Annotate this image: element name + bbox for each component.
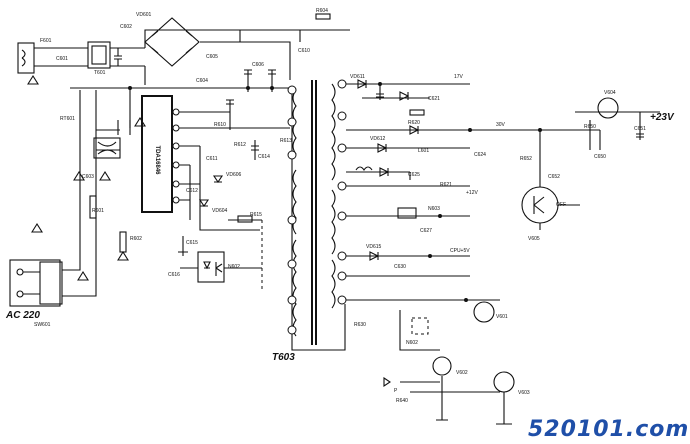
- label-c-soft: C612: [186, 188, 198, 194]
- label-r-top: R604: [316, 8, 328, 14]
- label-c-fb: C611: [206, 156, 218, 162]
- watermark: 520101.com: [528, 417, 689, 442]
- label-r-top-out: R620: [408, 120, 420, 126]
- label-q-ctrl2: V603: [518, 390, 530, 396]
- label-r-vcc: R615: [250, 212, 262, 218]
- label-r-switch: R652: [520, 156, 532, 162]
- label-r-fb: R612: [234, 142, 246, 148]
- main-rails: R604 C610 C606 C605 C604: [70, 8, 350, 92]
- label-switch: SW601: [34, 322, 51, 328]
- label-r-180: R621: [440, 182, 452, 188]
- label-c-180: C625: [408, 172, 420, 178]
- label-c-gnd: C615: [186, 240, 198, 246]
- label-c-main2: C604: [196, 78, 208, 84]
- pwm-ic: TDA16846 R610 R612 C611 VD606 C612 VD604…: [141, 95, 292, 256]
- label-r-5v: R630: [354, 322, 366, 328]
- v23-regulator: V604 +23V R650 C650 C651 V605 OFF R652 C…: [520, 90, 675, 242]
- optocoupler: N602 C616: [168, 220, 263, 290]
- rail-17v: 17V: [454, 74, 464, 80]
- label-d-b: L601: [418, 148, 429, 154]
- ic-part-number: TDA16846: [154, 145, 160, 175]
- label-opto: N602: [228, 264, 240, 270]
- label-bridge: VD601: [136, 12, 152, 18]
- label-r-23v: R650: [584, 124, 596, 130]
- label-c-top: C610: [298, 48, 310, 54]
- label-opto-sec: N602: [406, 340, 418, 346]
- label-c-bridge: C602: [120, 24, 132, 30]
- label-c-snub: C614: [258, 154, 270, 160]
- label-r-snub: R613: [280, 138, 292, 144]
- label-rt: RT601: [60, 116, 75, 122]
- label-ac-220: AC 220: [5, 310, 40, 321]
- transformer-t603: T603: [272, 79, 347, 363]
- label-q-23v: V604: [604, 90, 616, 96]
- label-c-ref: C627: [420, 228, 432, 234]
- label-r-sense: R610: [214, 122, 226, 128]
- label-c-x: C603: [82, 174, 94, 180]
- label-d-top: VD611: [350, 74, 365, 80]
- label-fuse: F601: [40, 38, 52, 44]
- transformer-label: T603: [272, 352, 295, 363]
- label-q-switch: V605: [528, 236, 540, 242]
- label-c-filter: C606: [252, 62, 264, 68]
- label-d-clamp: VD606: [226, 172, 242, 178]
- label-r-start: R601: [92, 208, 104, 214]
- label-q-5v: V601: [496, 314, 508, 320]
- label-d-5v: VD615: [366, 244, 382, 250]
- label-r-bleed: R602: [130, 236, 142, 242]
- label-c-top-out: C621: [428, 96, 440, 102]
- label-c-23v-out: C651: [634, 126, 646, 132]
- label-c-input: C601: [56, 56, 68, 62]
- rail-30v: 30V: [496, 122, 506, 128]
- junction-dots: [128, 82, 542, 302]
- secondary-outputs: VD611 R620 C621 17V VD612 L601 30V C624 …: [346, 74, 600, 425]
- label-d-30v: VD612: [370, 136, 386, 142]
- label-c-opto: C616: [168, 272, 180, 278]
- label-c-main: C605: [206, 54, 218, 60]
- label-l-filter: T601: [94, 70, 106, 76]
- label-r-standby: R640: [396, 398, 408, 404]
- label-c-5v: C630: [394, 264, 406, 270]
- ac-input-block: F601 C601 T601 VD601 C602 AC 220 SW601 R…: [5, 12, 205, 328]
- label-c-switch: C652: [548, 174, 560, 180]
- label-ic-ref: N603: [428, 206, 440, 212]
- label-q-ctrl: V602: [456, 370, 468, 376]
- label-d-vcc: VD604: [212, 208, 228, 214]
- label-c-23v: C650: [594, 154, 606, 160]
- label-standby: P: [394, 388, 398, 394]
- rail-plus-23v: +23V: [650, 112, 675, 123]
- label-c-30v: C624: [474, 152, 486, 158]
- rail-plus-5v: CPU+5V: [450, 248, 470, 254]
- rail-plus-12v: +12V: [466, 190, 478, 196]
